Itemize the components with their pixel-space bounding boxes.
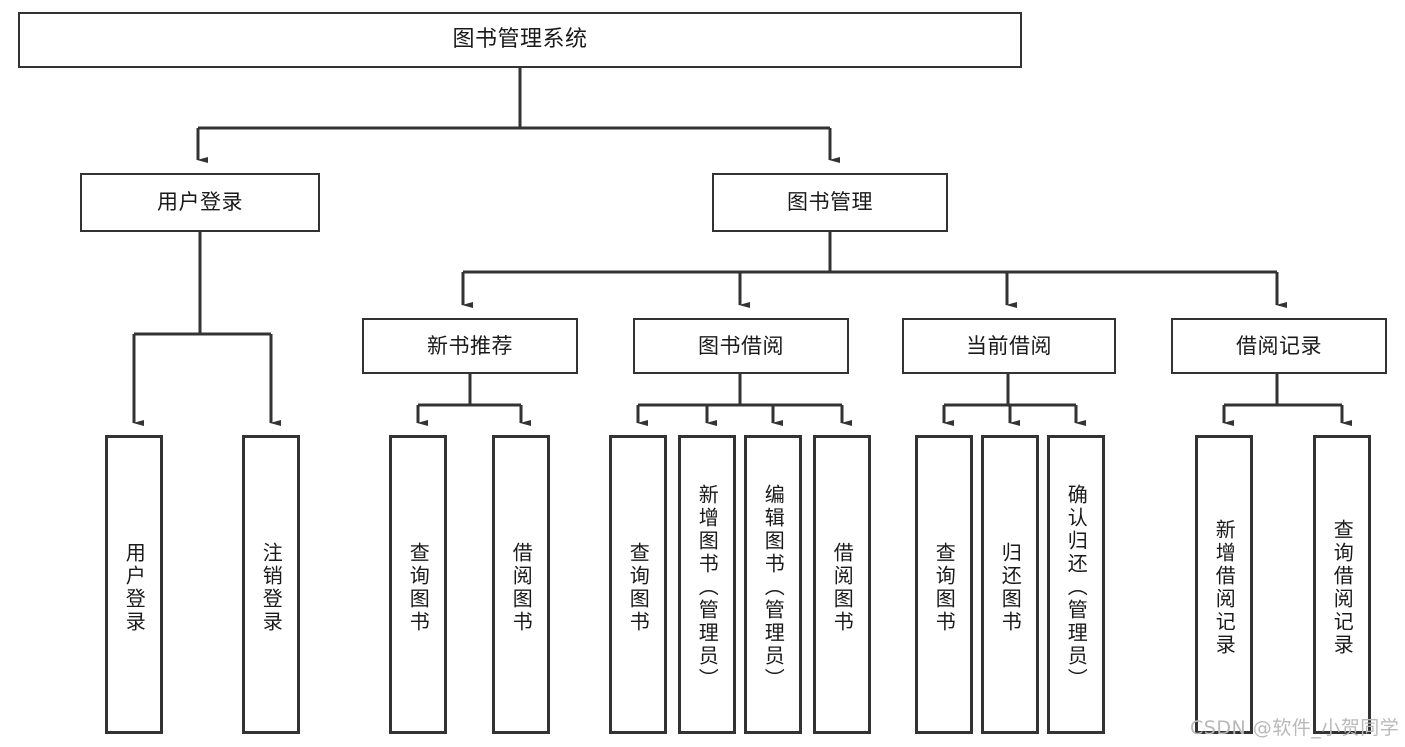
leaf-user-logout-label: 注销登录 — [259, 541, 284, 634]
node-user-login[interactable]: 用户登录 — [80, 173, 320, 232]
csdn-watermark: CSDN @软件_小贺同学 — [1190, 717, 1400, 739]
leaf-borrow-query-book-label: 查询图书 — [626, 541, 651, 634]
leaf-borrow-add-book-label: 新增图书（管理员） — [695, 484, 720, 691]
leaf-borrow-borrow-book-label: 借阅图书 — [830, 541, 855, 634]
leaf-borrow-add-book[interactable]: 新增图书（管理员） — [678, 435, 736, 734]
node-root[interactable]: 图书管理系统 — [18, 12, 1022, 68]
node-book-borrow-label: 图书借阅 — [698, 333, 784, 358]
leaf-cur-return-book-label: 归还图书 — [998, 541, 1023, 634]
leaf-rec-query-book-label: 查询图书 — [406, 541, 431, 634]
leaf-cur-query-book[interactable]: 查询图书 — [915, 435, 973, 734]
leaf-borrow-edit-book-label: 编辑图书（管理员） — [761, 484, 786, 691]
node-current-borrow-label: 当前借阅 — [966, 333, 1052, 358]
node-root-label: 图书管理系统 — [452, 27, 588, 53]
leaf-cur-return-book[interactable]: 归还图书 — [981, 435, 1039, 734]
leaf-user-login[interactable]: 用户登录 — [105, 435, 163, 734]
leaf-rec-add-record-label: 新增借阅记录 — [1212, 518, 1237, 657]
leaf-rec-query-book[interactable]: 查询图书 — [389, 435, 447, 734]
leaf-rec-borrow-book-label: 借阅图书 — [509, 541, 534, 634]
leaf-rec-query-record-label: 查询借阅记录 — [1330, 518, 1355, 657]
leaf-cur-confirm-return-label: 确认归还（管理员） — [1064, 484, 1089, 691]
leaf-cur-confirm-return[interactable]: 确认归还（管理员） — [1047, 435, 1105, 734]
leaf-borrow-query-book[interactable]: 查询图书 — [609, 435, 667, 734]
node-new-book-recommend[interactable]: 新书推荐 — [362, 318, 578, 374]
leaf-rec-query-record[interactable]: 查询借阅记录 — [1313, 435, 1371, 734]
node-book-manage[interactable]: 图书管理 — [712, 173, 948, 232]
node-current-borrow[interactable]: 当前借阅 — [902, 318, 1116, 374]
leaf-borrow-borrow-book[interactable]: 借阅图书 — [813, 435, 871, 734]
node-book-manage-label: 图书管理 — [787, 190, 873, 215]
leaf-borrow-edit-book[interactable]: 编辑图书（管理员） — [744, 435, 802, 734]
node-user-login-label: 用户登录 — [157, 190, 243, 215]
node-new-book-recommend-label: 新书推荐 — [427, 333, 513, 358]
leaf-user-logout[interactable]: 注销登录 — [242, 435, 300, 734]
leaf-rec-borrow-book[interactable]: 借阅图书 — [492, 435, 550, 734]
node-book-borrow[interactable]: 图书借阅 — [633, 318, 849, 374]
leaf-rec-add-record[interactable]: 新增借阅记录 — [1195, 435, 1253, 734]
leaf-user-login-label: 用户登录 — [122, 541, 147, 634]
node-borrow-record-label: 借阅记录 — [1236, 333, 1322, 358]
node-borrow-record[interactable]: 借阅记录 — [1171, 318, 1387, 374]
leaf-cur-query-book-label: 查询图书 — [932, 541, 957, 634]
